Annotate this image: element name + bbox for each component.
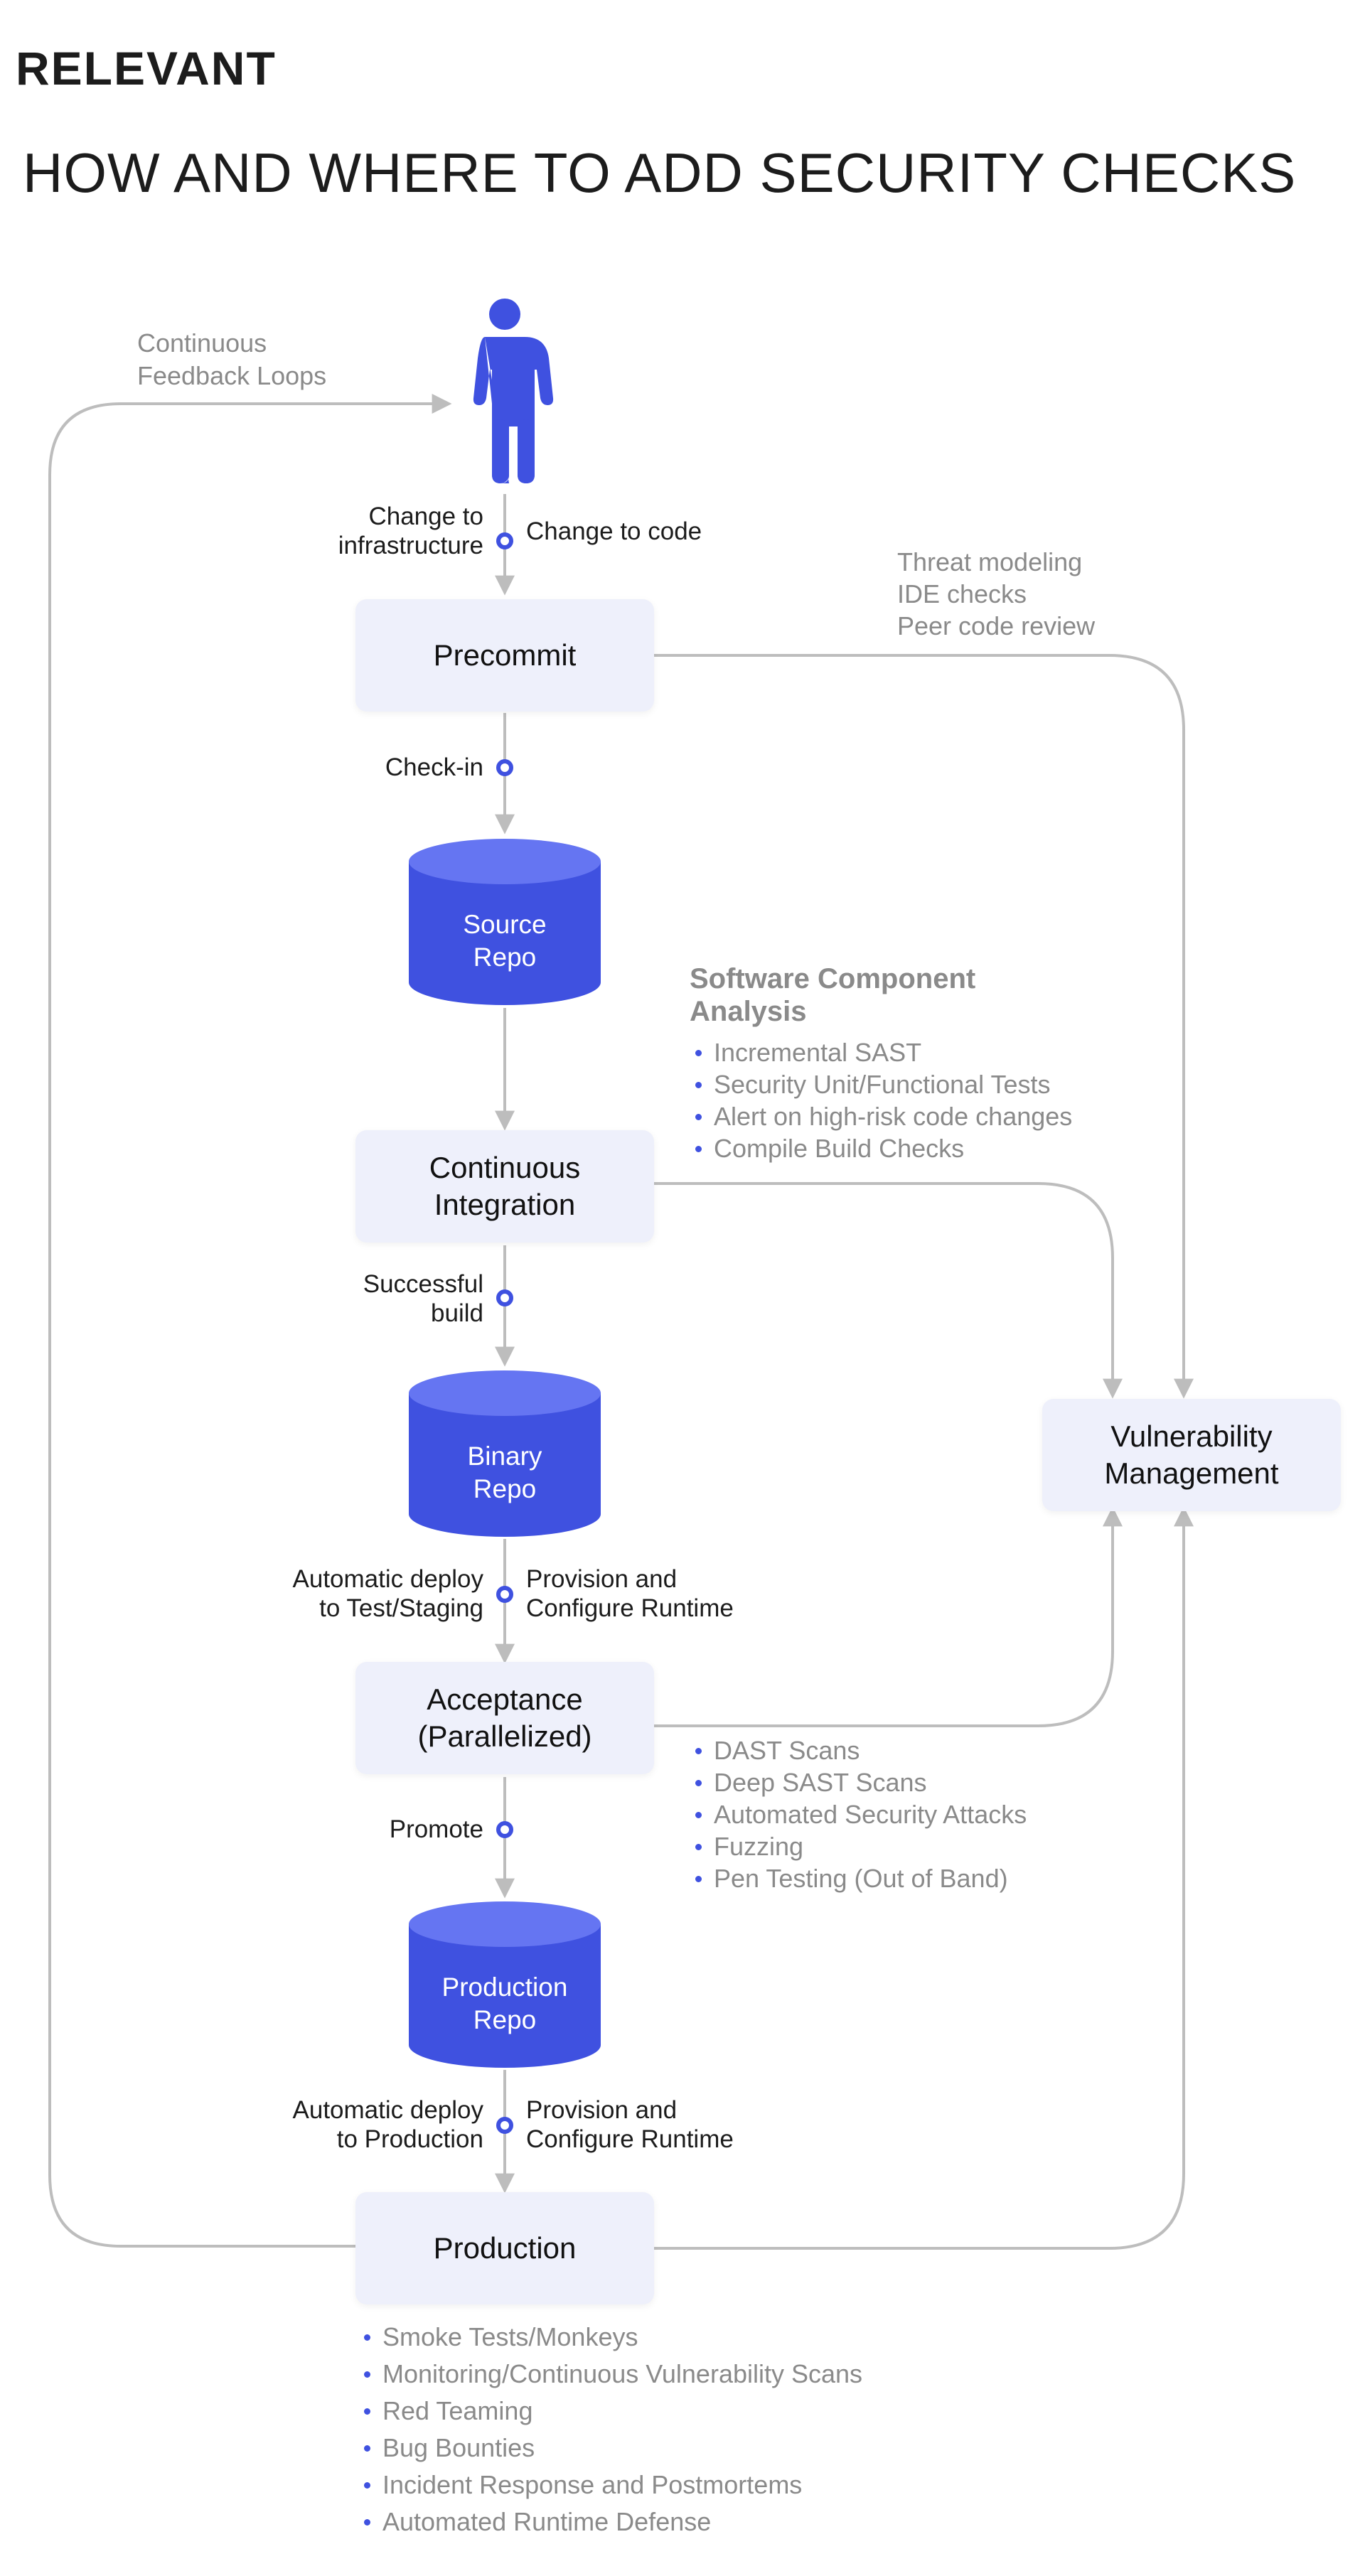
sca-title: Software Component Analysis: [690, 963, 976, 1027]
person-icon: [473, 299, 554, 483]
list-item: Incident Response and Postmortems: [364, 2467, 862, 2503]
node-dot-icon: [496, 532, 513, 2134]
production-repo-label: Production Repo: [441, 1973, 568, 2034]
promote-label: Promote: [389, 1815, 483, 1843]
provision-runtime-label-2: Provision and Configure Runtime: [526, 2096, 734, 2153]
ci-to-vuln: [654, 1182, 1123, 1399]
list-item: Automated Security Attacks: [695, 1798, 1027, 1830]
acceptance-to-vuln: [654, 1506, 1123, 1727]
precommit-to-vuln: [654, 654, 1194, 1399]
vulnerability-management-label: Vulnerability Management: [1104, 1420, 1279, 1490]
list-item: Alert on high-risk code changes: [695, 1100, 1072, 1132]
acceptance-box: Acceptance (Parallelized): [355, 1662, 654, 1774]
list-item: Smoke Tests/Monkeys: [364, 2319, 862, 2356]
list-item: Compile Build Checks: [695, 1132, 1072, 1164]
list-item: Bug Bounties: [364, 2430, 862, 2467]
list-item: Fuzzing: [695, 1830, 1027, 1862]
list-item: DAST Scans: [695, 1734, 1027, 1766]
list-item: Automated Runtime Defense: [364, 2503, 862, 2540]
deploy-prod-label: Automatic deploy to Production: [292, 2096, 483, 2153]
brand-logo: RELEVANT: [16, 42, 277, 95]
change-code-label: Change to code: [526, 517, 702, 545]
precommit-label: Precommit: [433, 638, 577, 672]
precommit-box: Precommit: [355, 599, 654, 712]
continuous-integration-label: Continuous Integration: [429, 1151, 581, 1221]
feedback-loop: [48, 394, 452, 2248]
vulnerability-management-box: Vulnerability Management: [1042, 1399, 1341, 1511]
successful-build-label: Successful build: [363, 1270, 483, 1327]
list-item: Security Unit/Functional Tests: [695, 1068, 1072, 1100]
provision-runtime-label-1: Provision and Configure Runtime: [526, 1565, 734, 1622]
production-label: Production: [433, 2231, 577, 2265]
deploy-test-label: Automatic deploy to Test/Staging: [292, 1565, 483, 1622]
binary-repo-label: Binary Repo: [467, 1442, 542, 1503]
ci-checks-list: Incremental SAST Security Unit/Functiona…: [695, 1036, 1072, 1164]
continuous-integration-box: Continuous Integration: [355, 1130, 654, 1243]
binary-repo-cylinder: [409, 1370, 601, 1537]
feedback-loop-label: Continuous Feedback Loops: [137, 328, 327, 390]
page-title: HOW AND WHERE TO ADD SECURITY CHECKS: [23, 141, 1297, 204]
list-item: Deep SAST Scans: [695, 1766, 1027, 1798]
production-checks-list: Smoke Tests/Monkeys Monitoring/Continuou…: [364, 2319, 862, 2540]
production-repo-cylinder: [409, 1901, 601, 2068]
list-item: Incremental SAST: [695, 1036, 1072, 1068]
production-box: Production: [355, 2192, 654, 2304]
list-item: Monitoring/Continuous Vulnerability Scan…: [364, 2356, 862, 2393]
list-item: Pen Testing (Out of Band): [695, 1862, 1027, 1894]
production-to-vuln: [654, 1506, 1194, 2250]
check-in-label: Check-in: [385, 753, 483, 781]
change-infra-label: Change to infrastructure: [338, 503, 483, 559]
precommit-checks: Threat modeling IDE checks Peer code rev…: [897, 547, 1096, 640]
source-repo-cylinder: [409, 839, 601, 1005]
source-repo-label: Source Repo: [463, 910, 547, 972]
acceptance-label: Acceptance (Parallelized): [417, 1683, 592, 1753]
acceptance-checks-list: DAST Scans Deep SAST Scans Automated Sec…: [695, 1734, 1027, 1894]
list-item: Red Teaming: [364, 2393, 862, 2430]
